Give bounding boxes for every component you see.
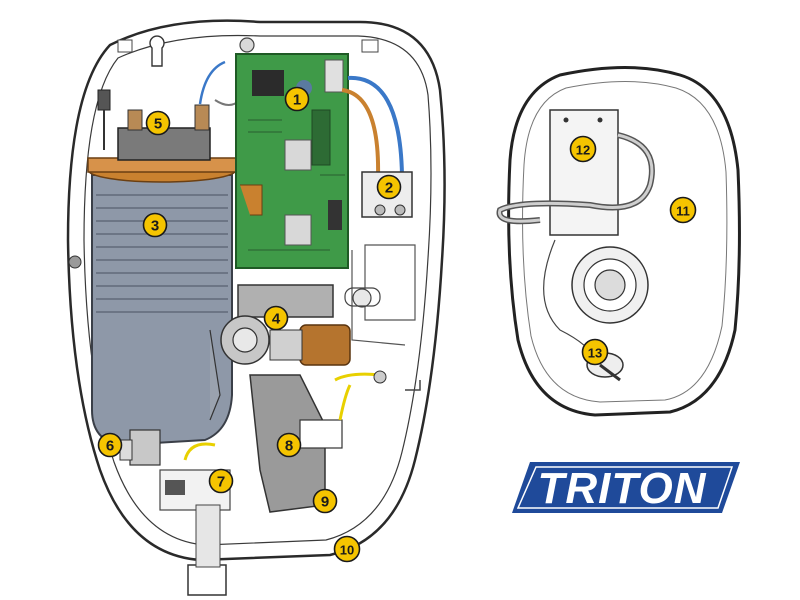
pcb-board	[235, 53, 349, 269]
callout-5-label: 5	[154, 116, 162, 133]
callout-5: 5	[145, 110, 171, 136]
triton-logo: TRITON	[512, 462, 740, 513]
callout-1: 1	[284, 86, 310, 112]
callouts: 1 2 3 4 5 6 7 8	[97, 86, 697, 563]
callout-11-label: 11	[676, 204, 690, 219]
callout-12: 12	[569, 135, 597, 163]
callout-10: 10	[333, 535, 361, 563]
callout-10-label: 10	[340, 543, 354, 558]
callout-3-label: 3	[151, 218, 159, 235]
callout-9-label: 9	[321, 494, 329, 511]
heater-tank	[87, 157, 237, 466]
water-inlet	[159, 442, 231, 596]
callout-7: 7	[208, 468, 234, 494]
callout-7-label: 7	[217, 474, 225, 491]
callout-8-label: 8	[285, 438, 293, 455]
callout-13-label: 13	[588, 346, 602, 361]
callout-11: 11	[669, 196, 697, 224]
callout-4-label: 4	[272, 311, 281, 328]
callout-1-label: 1	[293, 92, 301, 109]
callout-6-label: 6	[106, 438, 114, 455]
callout-4: 4	[263, 305, 289, 331]
callout-3: 3	[142, 212, 168, 238]
callout-13: 13	[581, 338, 609, 366]
shower-cover	[496, 66, 741, 417]
logo-text: TRITON	[538, 464, 707, 513]
callout-8: 8	[276, 432, 302, 458]
callout-9: 9	[312, 488, 338, 514]
solenoid-valve	[209, 284, 351, 421]
callout-12-label: 12	[576, 143, 590, 158]
callout-6: 6	[97, 432, 123, 458]
callout-2: 2	[376, 174, 402, 200]
callout-2-label: 2	[385, 180, 393, 197]
